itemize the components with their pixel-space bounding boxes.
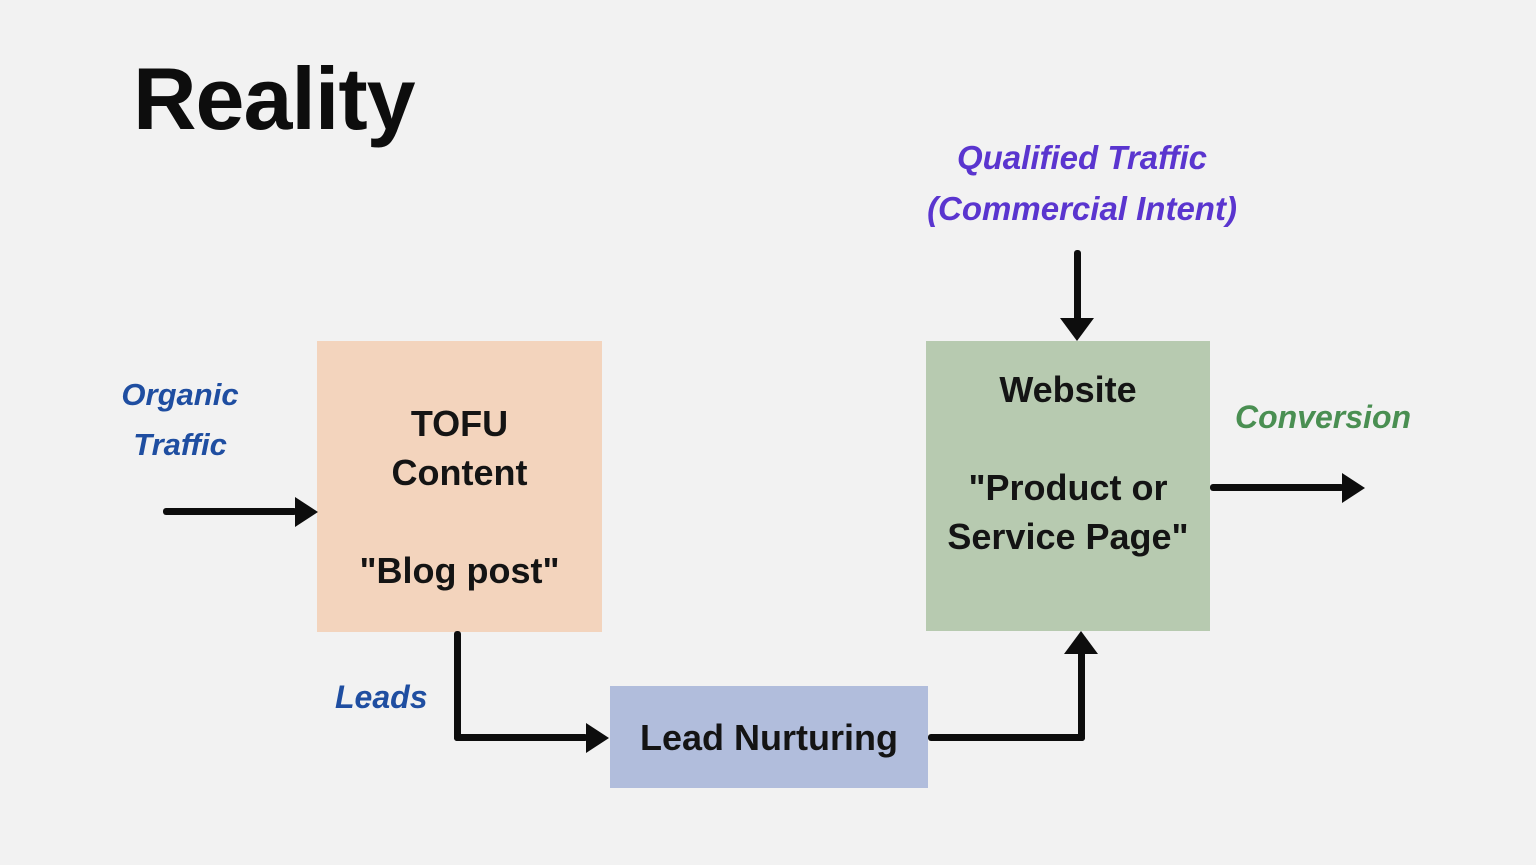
- arrowhead-right-icon: [295, 497, 318, 527]
- node-tofu-content: TOFU Content "Blog post": [317, 341, 602, 632]
- label-qualified-traffic-line2: (Commercial Intent): [927, 190, 1237, 227]
- arrowhead-up-icon: [1064, 631, 1098, 654]
- node-website-spacer: [926, 414, 1210, 463]
- arrow-qualified-to-website-line: [1074, 250, 1081, 322]
- arrow-tofu-to-nurturing-vline: [454, 631, 461, 741]
- node-website-line1: Website: [999, 369, 1137, 410]
- label-organic-traffic-line2: Traffic: [133, 427, 227, 462]
- node-website: Website "Product or Service Page": [926, 341, 1210, 631]
- node-tofu-line1: TOFU: [410, 403, 509, 444]
- node-lead-nurturing: Lead Nurturing: [610, 686, 928, 788]
- arrowhead-right-icon: [586, 723, 609, 753]
- arrowhead-down-icon: [1060, 318, 1094, 341]
- arrow-nurturing-to-website-vline: [1078, 650, 1085, 741]
- label-organic-traffic: Organic Traffic: [100, 370, 260, 470]
- node-tofu-line3: "Blog post": [359, 550, 560, 591]
- arrow-website-to-conversion-line: [1210, 484, 1344, 491]
- label-organic-traffic-line1: Organic: [121, 377, 239, 412]
- node-website-line3: Service Page": [947, 516, 1189, 557]
- arrow-organic-to-tofu-line: [163, 508, 297, 515]
- node-lead-nurturing-label: Lead Nurturing: [640, 716, 898, 758]
- node-tofu-spacer: [317, 497, 602, 546]
- label-qualified-traffic-line1: Qualified Traffic: [956, 139, 1207, 176]
- page-title: Reality: [133, 49, 416, 148]
- arrow-tofu-to-nurturing-hline: [454, 734, 588, 741]
- arrowhead-right-icon: [1342, 473, 1365, 503]
- label-qualified-traffic: Qualified Traffic (Commercial Intent): [892, 132, 1272, 234]
- label-conversion: Conversion: [1235, 399, 1412, 435]
- node-tofu-line2: Content: [391, 452, 528, 493]
- label-leads: Leads: [335, 679, 428, 715]
- arrow-nurturing-to-website-hline: [928, 734, 1085, 741]
- node-website-line2: "Product or: [968, 467, 1168, 508]
